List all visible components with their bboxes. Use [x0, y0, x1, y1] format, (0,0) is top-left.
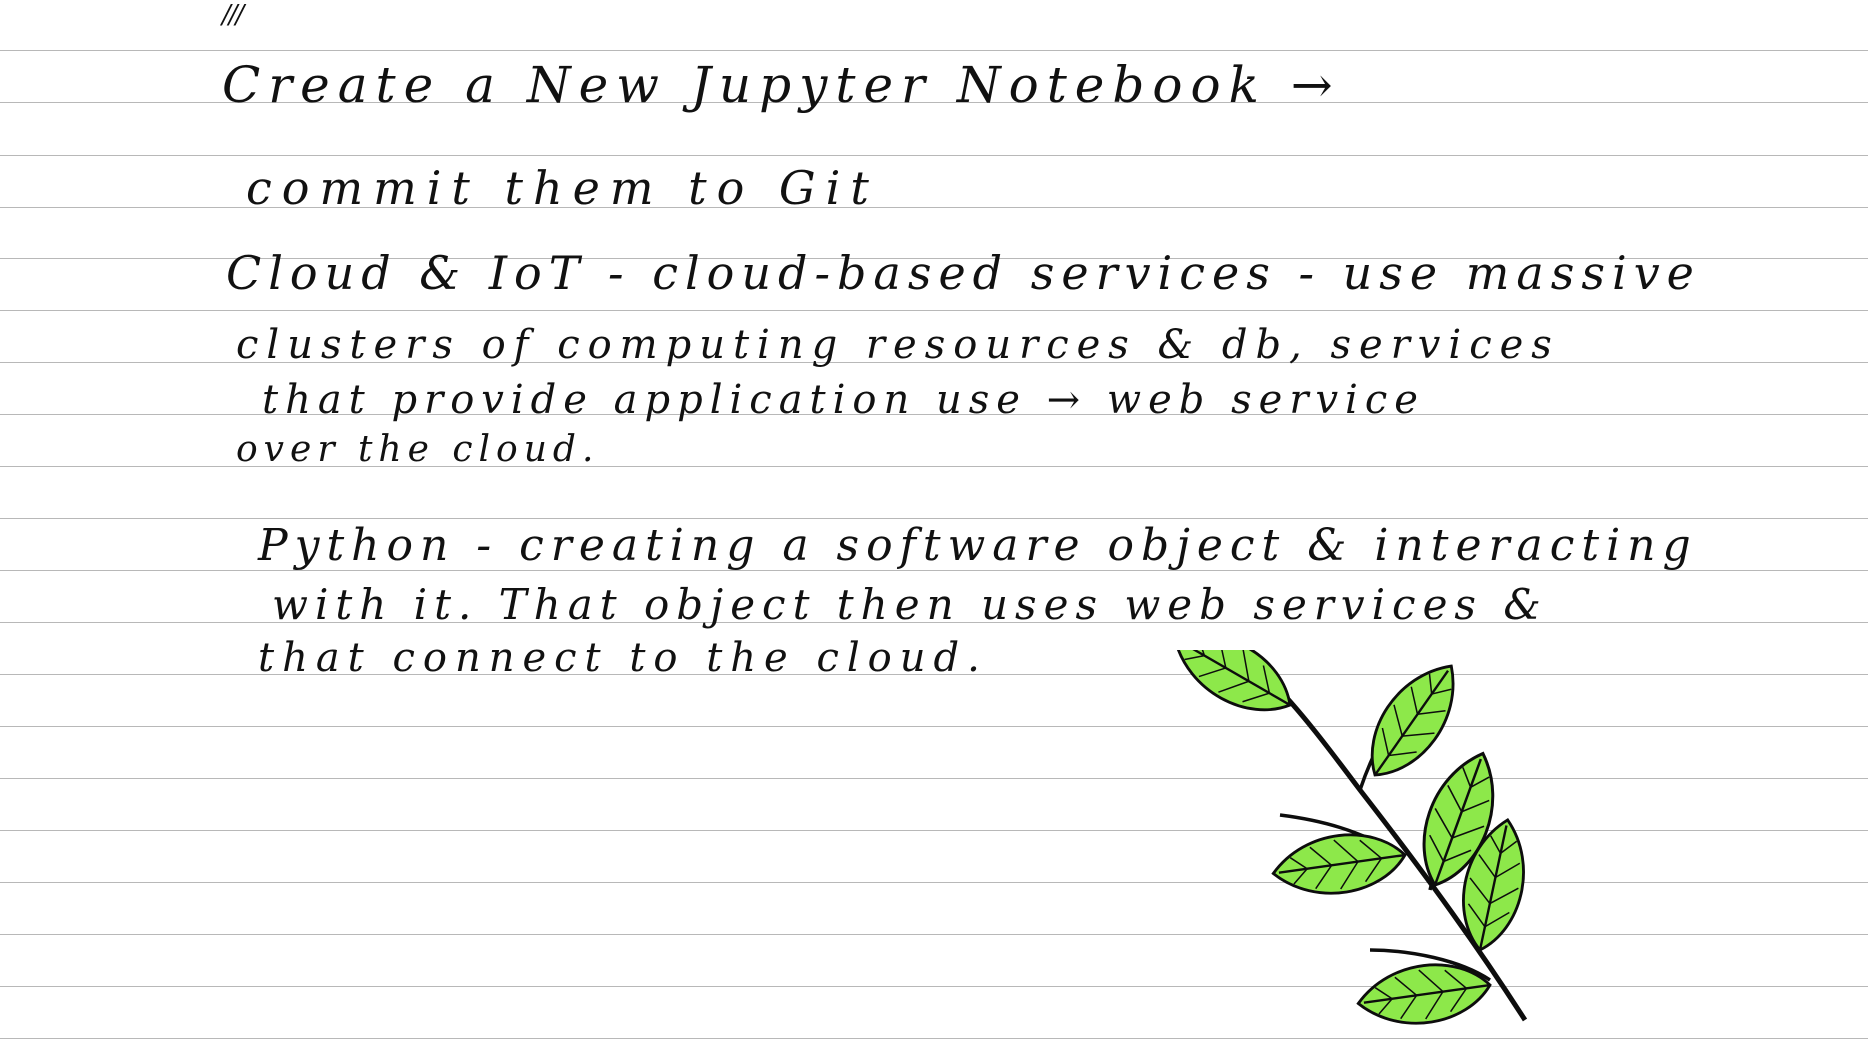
ruled-line — [0, 414, 1868, 415]
ruled-line — [0, 570, 1868, 571]
ruled-line — [0, 674, 1868, 675]
ruled-line — [0, 726, 1868, 727]
cloud-iot-line-4: over the cloud. — [236, 429, 600, 470]
ruled-line — [0, 882, 1868, 883]
note-title-line: Create a New Jupyter Notebook → — [222, 56, 1341, 114]
ruled-line — [0, 1038, 1868, 1039]
leaf-shape — [1160, 650, 1306, 732]
ruled-line — [0, 362, 1868, 363]
python-line-2: with it. That object then uses web servi… — [272, 580, 1548, 629]
ruled-line — [0, 934, 1868, 935]
ruled-line — [0, 207, 1868, 208]
python-line-3: that connect to the cloud. — [258, 635, 988, 681]
commit-line: commit them to Git — [246, 161, 879, 215]
ruled-line — [0, 155, 1868, 156]
cloud-iot-line-1: Cloud & IoT - cloud-based services - use… — [226, 246, 1701, 300]
ruled-line — [0, 466, 1868, 467]
ruled-line — [0, 778, 1868, 779]
corner-mark: /// — [222, 0, 244, 30]
cloud-iot-line-2: clusters of computing resources & db, se… — [236, 322, 1560, 368]
ruled-line — [0, 622, 1868, 623]
cloud-iot-line-3: that provide application use → web servi… — [262, 377, 1425, 423]
ruled-line — [0, 310, 1868, 311]
ruled-line — [0, 830, 1868, 831]
ruled-line — [0, 50, 1868, 51]
leaf-shape — [1267, 825, 1411, 904]
leaf-shape — [1352, 955, 1496, 1034]
ruled-line — [0, 986, 1868, 987]
ruled-line — [0, 518, 1868, 519]
leaf-branch-icon — [1160, 650, 1537, 1034]
ruled-line — [0, 258, 1868, 259]
ruled-line — [0, 102, 1868, 103]
python-line-1: Python - creating a software object & in… — [258, 520, 1698, 571]
